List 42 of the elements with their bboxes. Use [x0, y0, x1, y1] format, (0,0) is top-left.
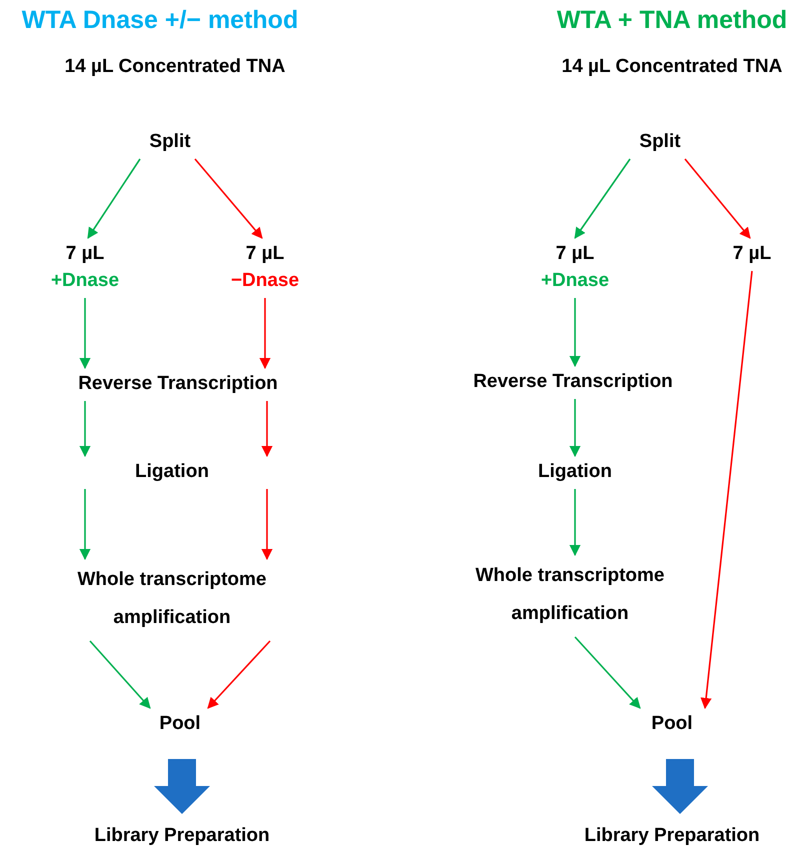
arrow: [569, 489, 581, 556]
arrow: [79, 489, 91, 560]
condition-label: −Dnase: [230, 269, 300, 293]
condition-label: +Dnase: [50, 269, 120, 293]
step-label: 7 µL: [556, 242, 594, 266]
panel-title: WTA Dnase +/− method: [22, 6, 298, 35]
arrow: [89, 640, 151, 709]
arrow: [574, 158, 631, 239]
sample-label: 14 µL Concentrated TNA: [64, 56, 286, 78]
arrow: [261, 489, 273, 560]
arrow: [569, 399, 581, 458]
arrow: [207, 640, 271, 709]
arrow: [700, 270, 753, 710]
step-label: 7 µL: [732, 242, 772, 266]
step-label: Ligation: [135, 460, 209, 484]
step-label: Library Preparation: [94, 824, 270, 848]
step-label: 7 µL: [246, 242, 284, 266]
block-arrow: [154, 759, 210, 814]
step-label: Reverse Transcription: [473, 370, 673, 394]
arrow: [87, 158, 141, 239]
arrow: [194, 158, 263, 239]
step-label: Library Preparation: [584, 824, 760, 848]
step-label: Ligation: [538, 460, 612, 484]
arrow: [79, 401, 91, 458]
step-label: 7 µL: [66, 242, 104, 266]
arrow: [79, 298, 91, 370]
step-label: Reverse Transcription: [78, 372, 278, 396]
arrow: [261, 401, 273, 458]
step-label: Pool: [159, 712, 201, 736]
step-label: Whole transcriptome amplification: [474, 564, 666, 626]
step-label: Pool: [651, 712, 693, 736]
condition-label: +Dnase: [540, 269, 610, 293]
panel-title: WTA + TNA method: [556, 6, 788, 35]
step-label: Split: [639, 130, 681, 154]
arrow: [684, 158, 751, 239]
step-label: Split: [149, 130, 191, 154]
arrow: [574, 636, 641, 709]
block-arrow: [652, 759, 708, 814]
sample-label: 14 µL Concentrated TNA: [562, 56, 782, 78]
step-label: Whole transcriptome amplification: [76, 568, 268, 630]
arrow: [259, 298, 271, 370]
arrow: [569, 298, 581, 368]
